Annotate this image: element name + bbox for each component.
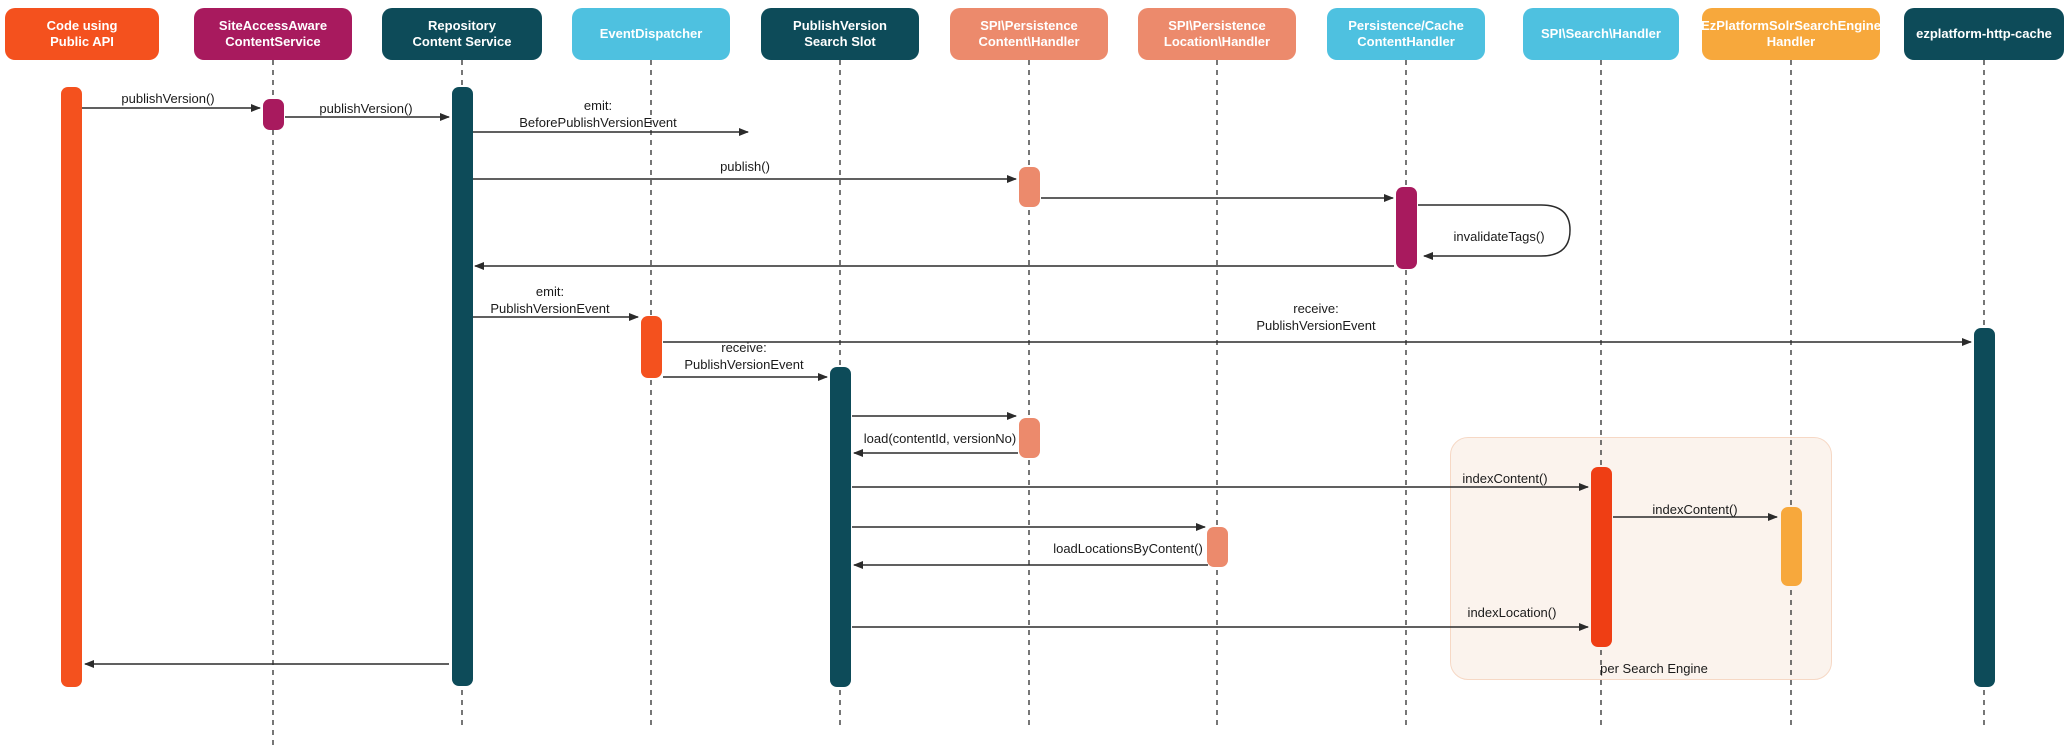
label-emit-publish-version-event: emit: PublishVersionEvent [490, 284, 610, 316]
actor-ezplatform-http-cache: ezplatform-http-cache [1904, 8, 2064, 60]
label-receive-event-http-cache: receive: PublishVersionEvent [1256, 301, 1376, 333]
solr-handler-activation [1780, 507, 1802, 586]
label-index-location: indexLocation() [1467, 605, 1557, 620]
actor-event-dispatcher: EventDispatcher [572, 8, 730, 60]
content-handler-activation-1 [1018, 167, 1040, 207]
per-search-engine-label: per Search Engine [1600, 661, 1708, 676]
per-search-engine-group [1450, 437, 1832, 680]
label-publish-call: publish() [720, 159, 770, 174]
content-handler-activation-2 [1018, 418, 1040, 458]
actor-code-using-public-api: Code using Public API [5, 8, 159, 60]
actor-publishversion-search-slot: PublishVersion Search Slot [761, 8, 919, 60]
repository-activation [451, 87, 473, 686]
label-load-content: load(contentId, versionNo) [863, 431, 1017, 446]
label-index-content-2: indexContent() [1652, 502, 1738, 517]
location-handler-activation [1206, 527, 1228, 567]
actor-spi-persistence-content-handler: SPI\Persistence Content\Handler [950, 8, 1108, 60]
label-publish-version-1: publishVersion() [121, 91, 215, 106]
label-index-content-1: indexContent() [1462, 471, 1548, 486]
actor-spi-persistence-location-handler: SPI\Persistence Location\Handler [1138, 8, 1296, 60]
actor-ezplatform-solr-search-engine: EzPlatformSolrSearchEngine Handler [1701, 8, 1881, 60]
label-receive-event-search-slot: receive: PublishVersionEvent [684, 340, 804, 372]
http-cache-activation [1973, 328, 1995, 687]
cache-contenthandler-activation [1395, 187, 1417, 269]
siteaccessaware-activation [262, 99, 284, 130]
public-api-activation [60, 87, 82, 687]
label-invalidate-tags: invalidateTags() [1453, 229, 1545, 244]
actor-siteaccessaware-contentservice: SiteAccessAware ContentService [194, 8, 352, 60]
event-dispatcher-activation [640, 316, 662, 378]
label-load-locations-by-content: loadLocationsByContent() [1053, 541, 1203, 556]
actor-repository-content-service: Repository Content Service [382, 8, 542, 60]
spi-search-handler-activation [1590, 467, 1612, 647]
search-slot-activation [829, 367, 851, 687]
label-publish-version-2: publishVersion() [319, 101, 413, 116]
label-emit-before-publish-version: emit: BeforePublishVersionEvent [519, 98, 677, 130]
actor-spi-search-handler: SPI\Search\Handler [1523, 8, 1679, 60]
actor-persistence-cache-contenthandler: Persistence/Cache ContentHandler [1327, 8, 1485, 60]
arrow-invalidate-tags [1418, 204, 1571, 260]
